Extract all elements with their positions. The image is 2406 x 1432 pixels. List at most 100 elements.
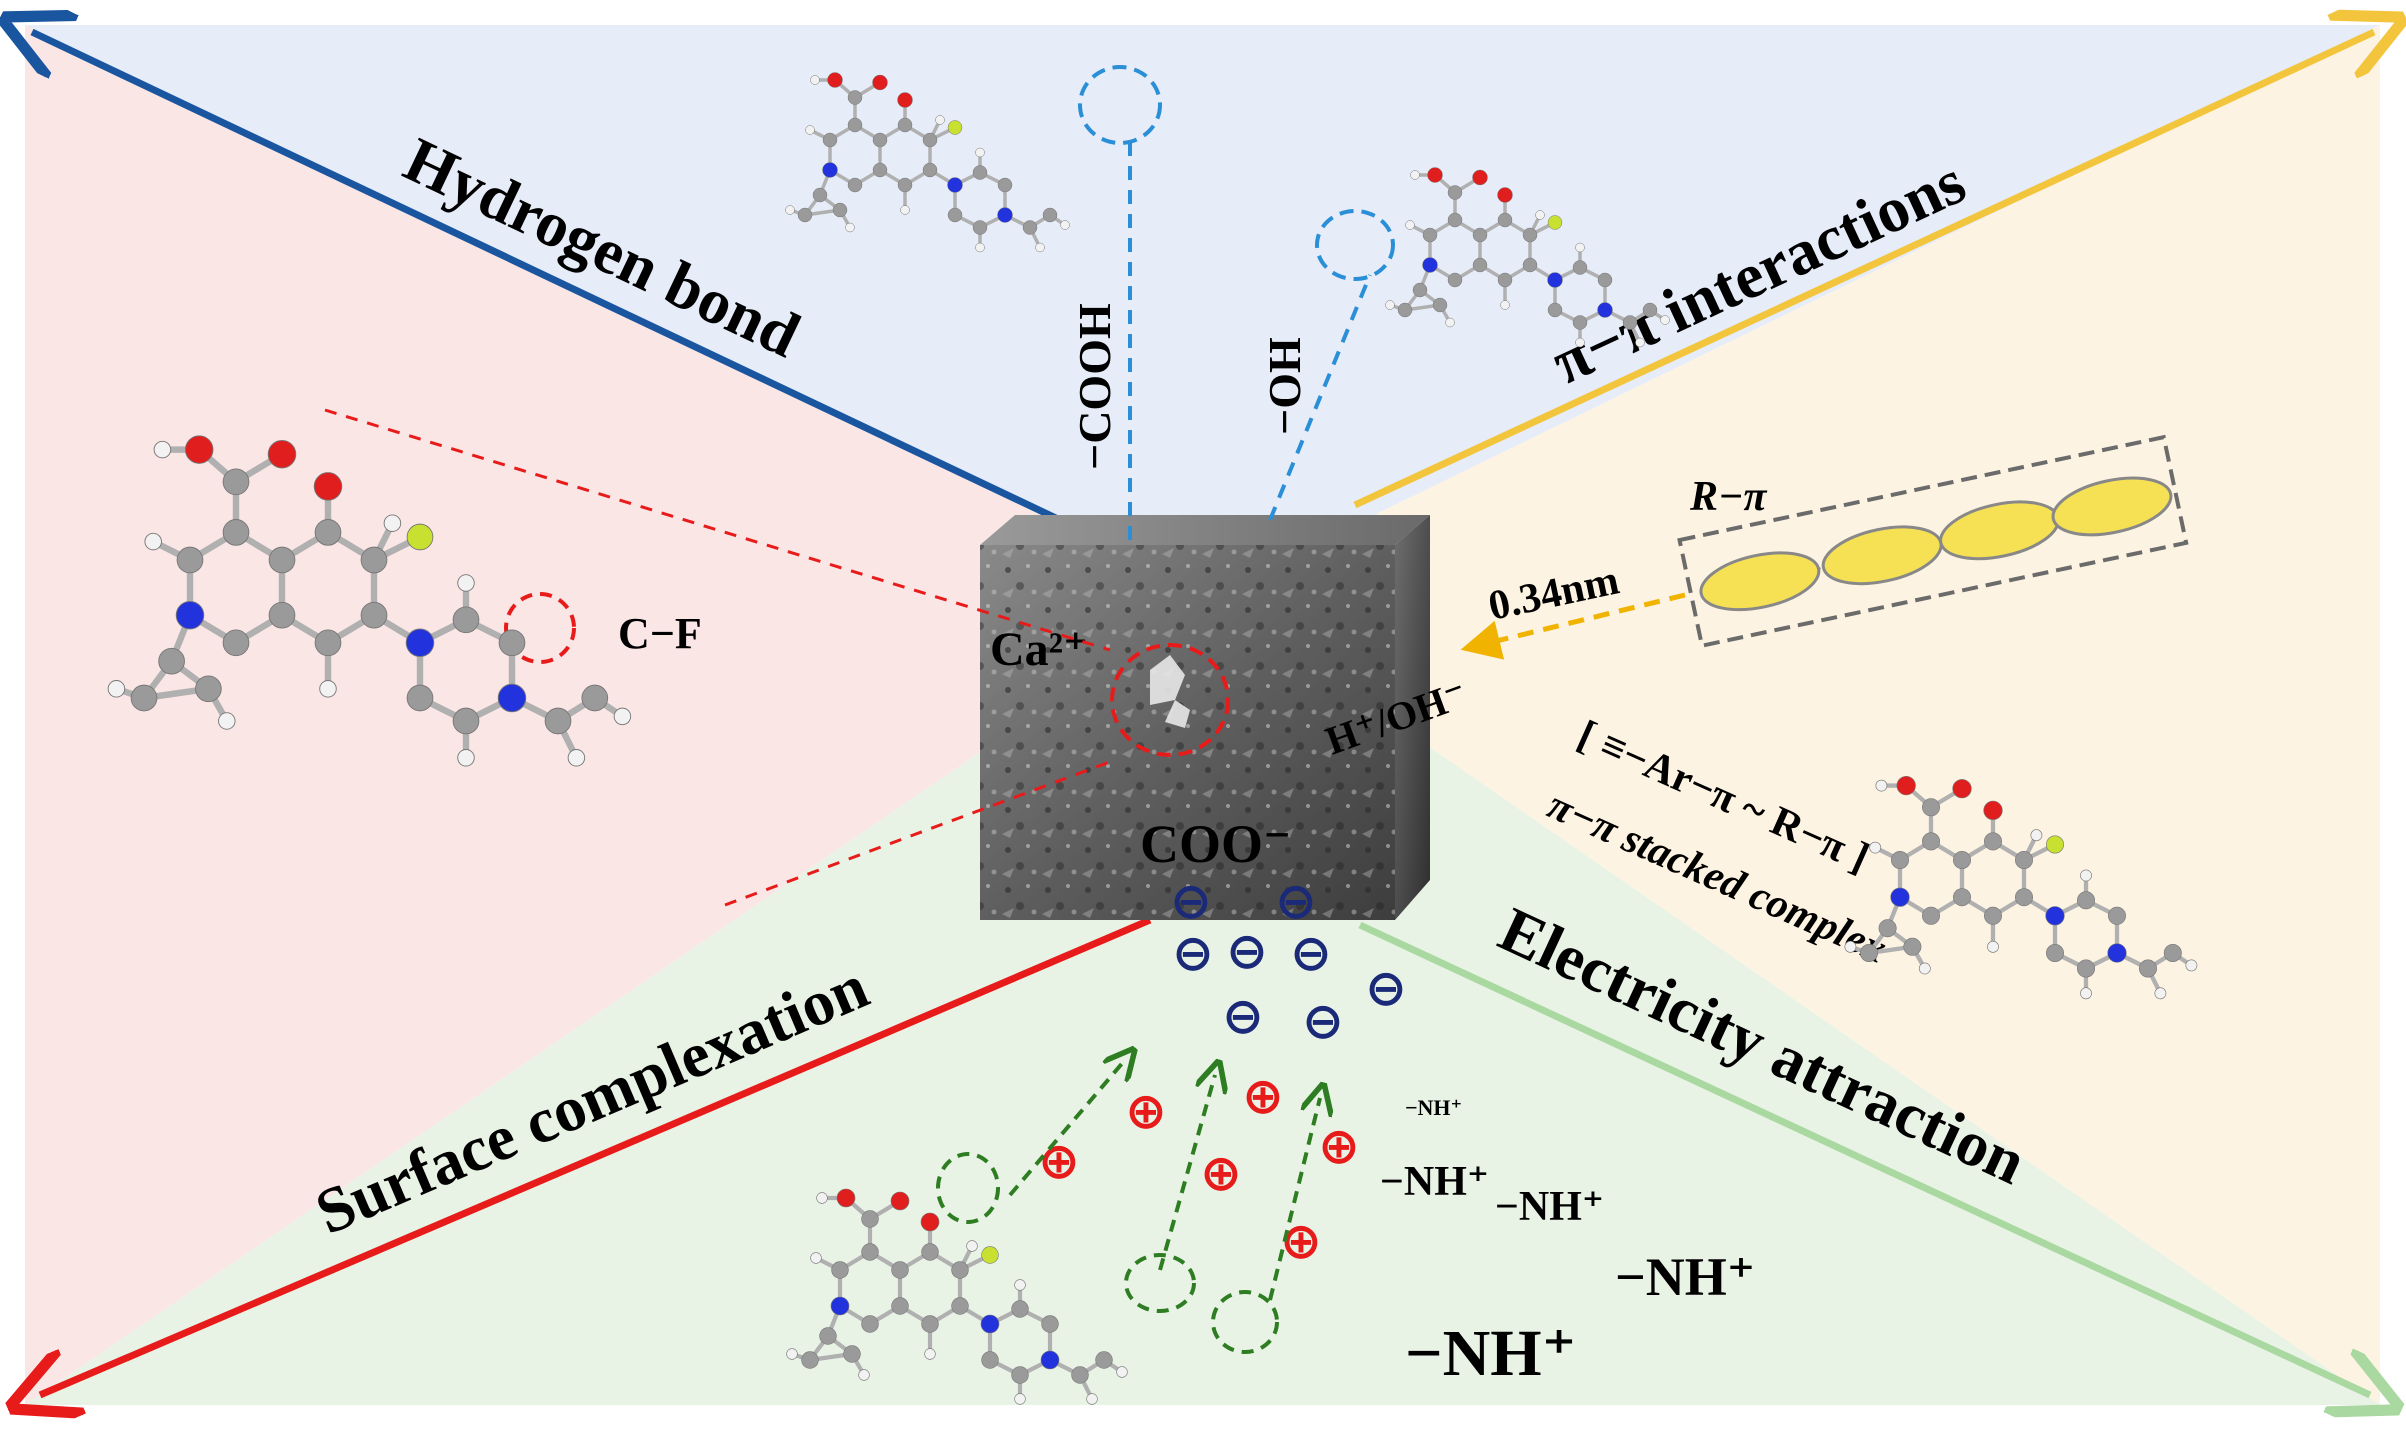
atom-c [872, 132, 888, 148]
negative-charge: ⊖ [1170, 872, 1212, 930]
atom-c [1878, 919, 1897, 938]
atom-h [1500, 300, 1510, 310]
atom-h [2080, 869, 2092, 882]
ca-highlight-circle [1110, 643, 1230, 757]
atom-c [1984, 906, 2002, 925]
cooh-label: −COOH [1069, 303, 1120, 470]
atom-h [1445, 317, 1455, 328]
atom-h [786, 1348, 798, 1360]
atom-f [1547, 215, 1563, 230]
atom-h [805, 125, 815, 135]
atom-o [1896, 775, 1916, 796]
atom-h [1035, 242, 1045, 253]
atom-h [1844, 940, 1857, 953]
atom-h [1918, 962, 1931, 975]
cube-top-face [980, 515, 1430, 545]
atom-h [975, 242, 985, 253]
atom-f [2046, 835, 2064, 854]
atom-c [819, 1327, 837, 1345]
atom-c [947, 207, 963, 223]
atom-h [785, 205, 795, 215]
atom-c [2077, 891, 2095, 910]
atom-c [2108, 906, 2126, 925]
atom-c [222, 468, 250, 496]
atom-o [313, 472, 343, 501]
atom-c [1422, 227, 1438, 243]
positive-charge: ⊕ [1280, 1212, 1322, 1270]
atom-n [405, 628, 435, 658]
atom-f [406, 523, 434, 551]
atom-c [406, 684, 434, 712]
surface-complexation-arrow [40, 916, 1152, 1395]
atom-n [997, 207, 1013, 223]
atom-h [924, 1348, 936, 1360]
atom-o [1427, 167, 1443, 183]
negative-charge: ⊖ [1365, 959, 1407, 1017]
atom-h [2185, 959, 2198, 972]
atom-o [1952, 779, 1972, 799]
atom-c [544, 707, 572, 735]
atom-h [1869, 841, 1882, 854]
atom-c [801, 1351, 819, 1369]
positive-charge: ⊕ [1242, 1067, 1284, 1125]
stacked-rings-box [1677, 434, 2189, 649]
atom-h [457, 574, 475, 592]
attraction-arrow [1008, 1060, 1125, 1197]
atom-c [452, 707, 480, 735]
atom-c [1642, 302, 1658, 318]
atom-h [816, 1192, 828, 1204]
amine-label: −NH⁺ [1615, 1247, 1755, 1307]
negative-charges: ⊖ ⊖ ⊖ ⊖ ⊖ ⊖ ⊖ ⊖ [1170, 872, 1407, 1050]
negative-charge: ⊖ [1275, 872, 1317, 930]
atom-c [581, 684, 609, 712]
atom-c [1953, 851, 1971, 869]
cf-label: C−F [618, 609, 702, 658]
atom-c [268, 546, 296, 574]
atom-c [847, 177, 863, 193]
atom-h [1575, 337, 1585, 348]
atom-h [1635, 337, 1645, 348]
atom-c [1922, 906, 1940, 925]
atom-c [1041, 1315, 1059, 1333]
atom-h [1575, 242, 1585, 253]
atom-c [832, 202, 848, 218]
atom-c [2015, 851, 2033, 869]
atom-o [920, 1212, 940, 1232]
atom-c [1071, 1366, 1089, 1384]
atom-c [176, 546, 204, 574]
negative-charge: ⊖ [1172, 924, 1214, 982]
bg-right-quadrant [1210, 25, 2380, 1405]
atom-h [1875, 779, 1888, 792]
atom-n [947, 177, 963, 193]
atom-n [175, 600, 205, 630]
quinolone-molecule-bottom [786, 1188, 1128, 1405]
atom-h [900, 205, 910, 215]
atom-h [2154, 987, 2167, 1000]
atom-c [268, 601, 296, 629]
atom-n [1547, 272, 1563, 288]
atom-c [1011, 1366, 1029, 1384]
atom-h [144, 532, 162, 551]
atom-c [861, 1315, 879, 1333]
atom-c [972, 165, 988, 180]
amine-label: −NH⁺ [1495, 1184, 1604, 1230]
atom-c [158, 647, 185, 675]
atom-h [1410, 170, 1420, 180]
atom-c [951, 1261, 969, 1279]
atom-c [360, 601, 388, 629]
positive-charge: ⊕ [1200, 1144, 1242, 1202]
atom-h [153, 440, 172, 459]
ca-ion-label: Ca²⁺ [990, 623, 1088, 676]
bg-top-quadrant [25, 25, 2380, 595]
cf-highlight [504, 592, 576, 664]
atom-n [1597, 302, 1613, 318]
atom-h [383, 514, 402, 532]
atom-c [314, 519, 342, 546]
atom-h [567, 749, 586, 767]
atom-h [1987, 940, 1999, 953]
atom-o [890, 1191, 910, 1211]
atom-c [897, 177, 913, 193]
atom-h [1060, 220, 1070, 230]
atom-h [1014, 1279, 1026, 1291]
